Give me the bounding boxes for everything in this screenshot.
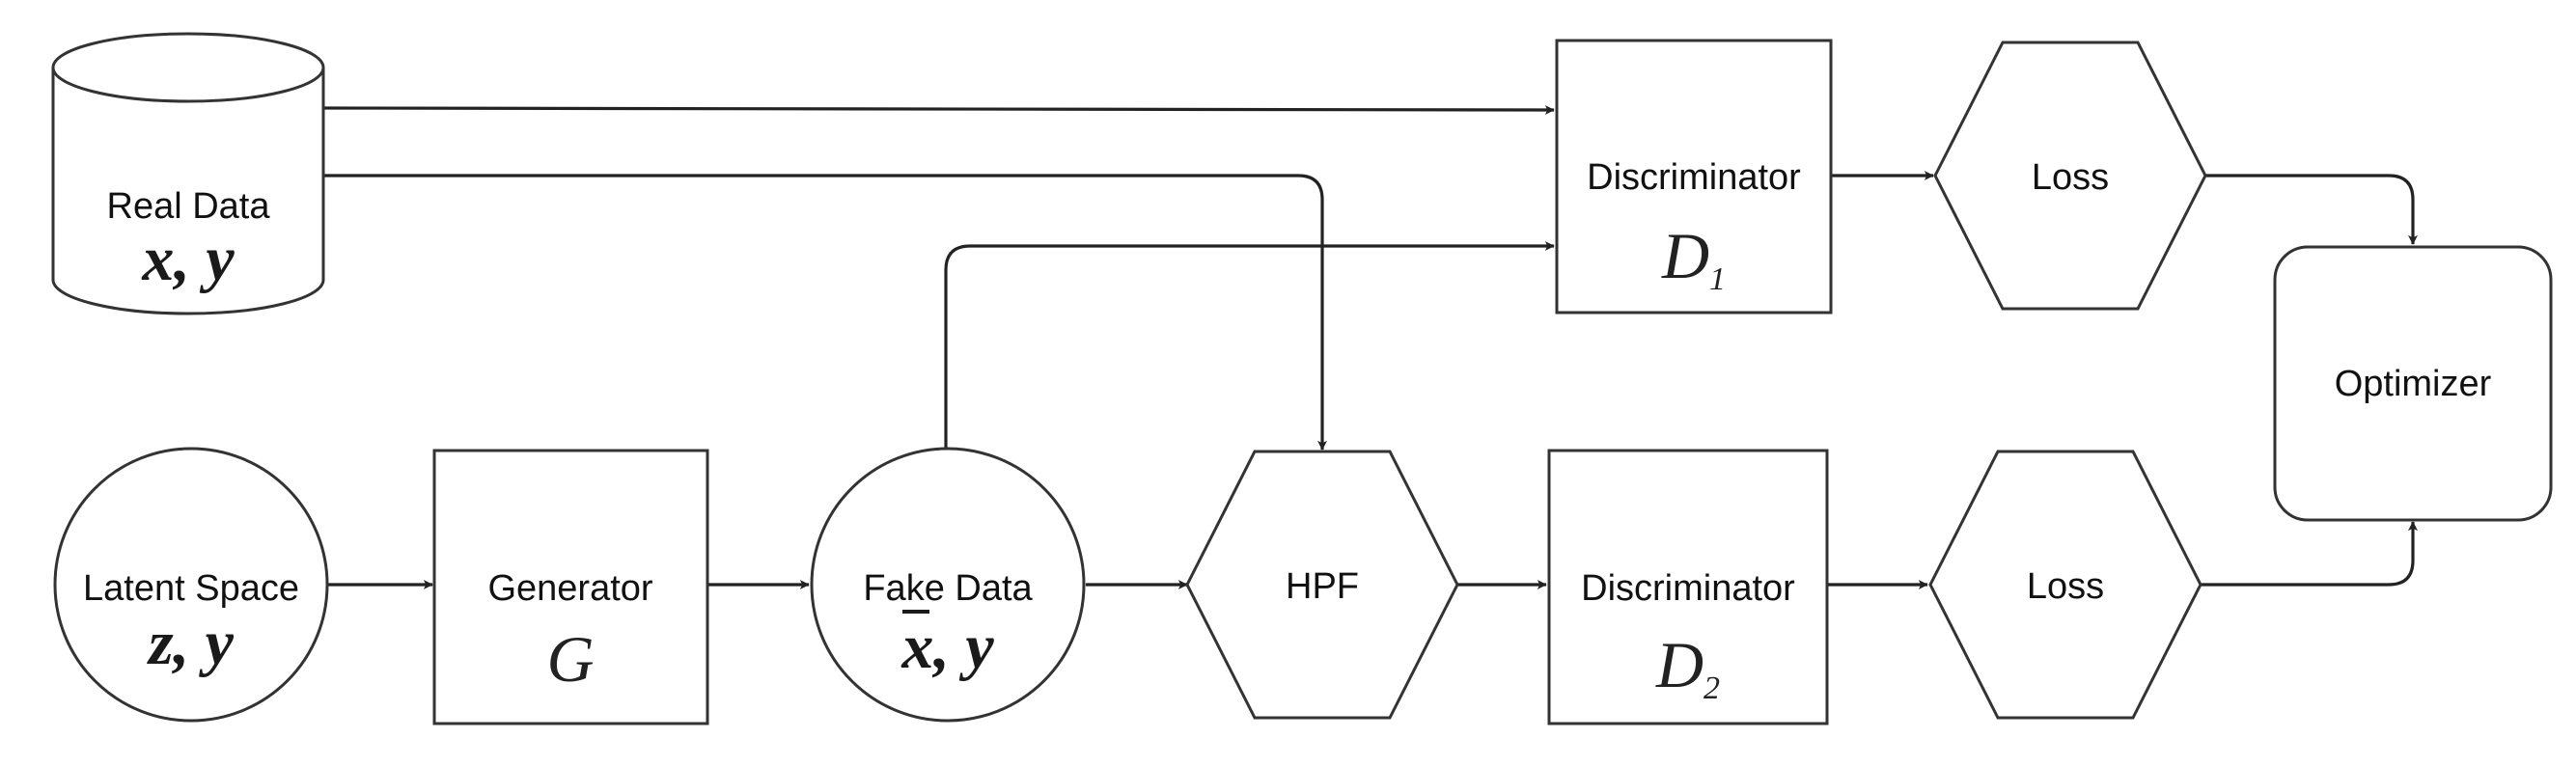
generator-label: Generator	[487, 568, 652, 609]
generator-math: G	[546, 622, 594, 696]
real-data-node: Real Data x, y	[51, 32, 325, 315]
edge-real-data-to-discriminator-1	[322, 104, 1555, 115]
loss-2-label: Loss	[2027, 566, 2104, 607]
real-data-label: Real Data	[107, 186, 271, 227]
discriminator-1-math: D1	[1661, 219, 1726, 297]
fake-data-math-var: x	[900, 612, 933, 682]
edge-fake-data-to-discriminator-1	[944, 241, 1555, 449]
optimizer-node: Optimizer	[2273, 245, 2553, 522]
discriminator-1-node: Discriminator D1	[1555, 39, 1833, 315]
loss-2-node: Loss	[1928, 450, 2202, 720]
discriminator-1-symbol: D	[1661, 219, 1709, 292]
discriminator-2-node: Discriminator D2	[1547, 449, 1829, 725]
hpf-node: HPF	[1185, 450, 1459, 720]
discriminator-2-label: Discriminator	[1581, 568, 1795, 609]
discriminator-1-label: Discriminator	[1587, 157, 1801, 198]
fake-data-math: x, y	[900, 612, 994, 682]
latent-space-node: Latent Space z, y	[53, 447, 329, 723]
discriminator-1-subscript: 1	[1709, 261, 1726, 297]
discriminator-2-math: D2	[1655, 628, 1720, 706]
loss-1-label: Loss	[2032, 157, 2109, 198]
fake-data-math-rest: , y	[931, 612, 994, 682]
edges	[322, 104, 2418, 589]
real-data-math: x, y	[141, 224, 235, 294]
discriminator-2-symbol: D	[1655, 628, 1703, 701]
hpf-label: HPF	[1286, 566, 1359, 607]
edge-loss-1-to-optimizer	[2205, 174, 2418, 245]
loss-1-node: Loss	[1933, 41, 2207, 311]
discriminator-2-subscript: 2	[1703, 670, 1720, 706]
generator-node: Generator G	[432, 449, 709, 725]
fake-data-node: Fake Data x, y	[810, 447, 1086, 723]
latent-space-math: z, y	[147, 608, 235, 678]
fake-data-label: Fake Data	[863, 568, 1033, 609]
latent-space-label: Latent Space	[83, 568, 299, 609]
optimizer-label: Optimizer	[2335, 364, 2492, 404]
edge-real-data-to-hpf	[323, 174, 1327, 451]
edge-loss-2-to-optimizer	[2201, 521, 2418, 587]
